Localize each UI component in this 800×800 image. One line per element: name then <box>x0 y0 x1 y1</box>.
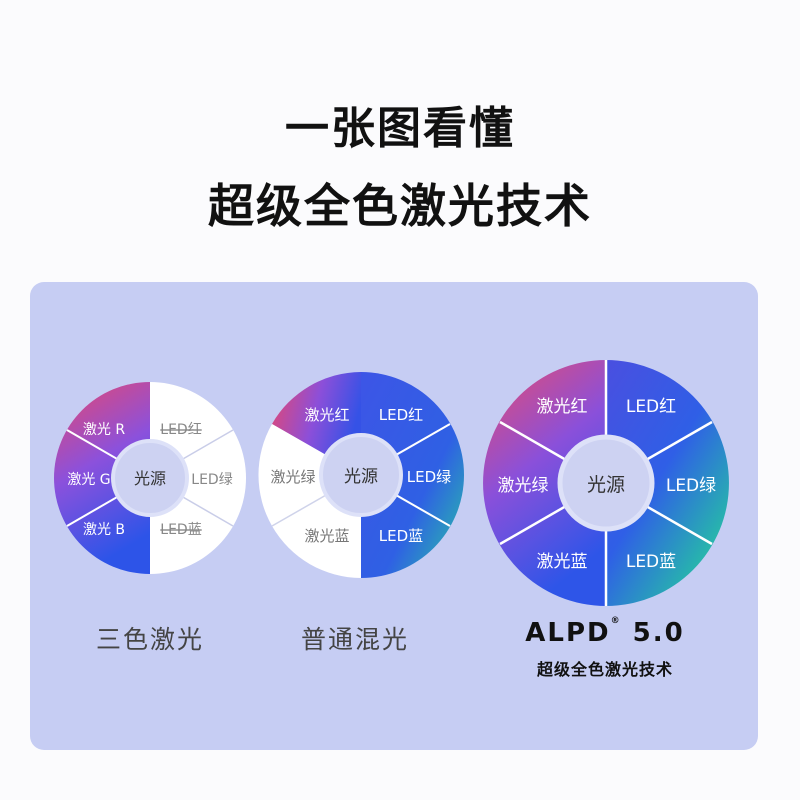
segment-label: 激光绿 <box>498 476 549 496</box>
segment-label: 激光蓝 <box>537 552 588 572</box>
center-label: 光源 <box>134 469 166 488</box>
wheel-three-color-laser: 光源 激光 R LED红 激光 G LED绿 激光 B LED蓝 <box>54 382 246 574</box>
center-label: 光源 <box>587 474 625 496</box>
segment-label: LED红 <box>160 422 201 438</box>
alpd-brand-name: ALPD <box>525 618 611 648</box>
caption-three-color-laser: 三色激光 <box>95 625 204 654</box>
segment-label: LED蓝 <box>379 527 423 545</box>
center-label: 光源 <box>344 467 378 487</box>
wheel-alpd-super-full-color: 光源 激光红 LED红 激光绿 LED绿 激光蓝 LED蓝 <box>483 360 729 606</box>
segment-label: LED红 <box>626 397 676 417</box>
wheel-normal-hybrid: 光源 激光红 LED红 激光绿 LED绿 激光蓝 LED蓝 <box>258 372 464 578</box>
registered-mark: ® <box>610 616 622 626</box>
title-line-1: 一张图看懂 <box>285 103 515 154</box>
segment-label: LED绿 <box>407 468 451 486</box>
segment-label: LED蓝 <box>160 522 201 538</box>
segment-label: 激光 R <box>83 421 125 438</box>
segment-label: 激光绿 <box>270 468 315 486</box>
segment-label: LED绿 <box>666 476 716 496</box>
caption-normal-hybrid: 普通混光 <box>300 625 409 654</box>
alpd-brand: ALPD® 5.0 <box>495 616 715 648</box>
segment-label: LED红 <box>379 406 423 424</box>
caption-alpd: 超级全色激光技术 <box>536 660 673 679</box>
segment-label: 激光 B <box>83 521 125 538</box>
segment-label: 激光蓝 <box>304 527 349 545</box>
segment-label: LED蓝 <box>626 552 676 572</box>
alpd-version: 5.0 <box>632 618 685 648</box>
title-line-2: 超级全色激光技术 <box>208 179 592 233</box>
segment-label: 激光 G <box>67 471 110 488</box>
segment-label: LED绿 <box>191 472 232 488</box>
segment-label: 激光红 <box>304 406 349 424</box>
segment-label: 激光红 <box>537 397 588 417</box>
